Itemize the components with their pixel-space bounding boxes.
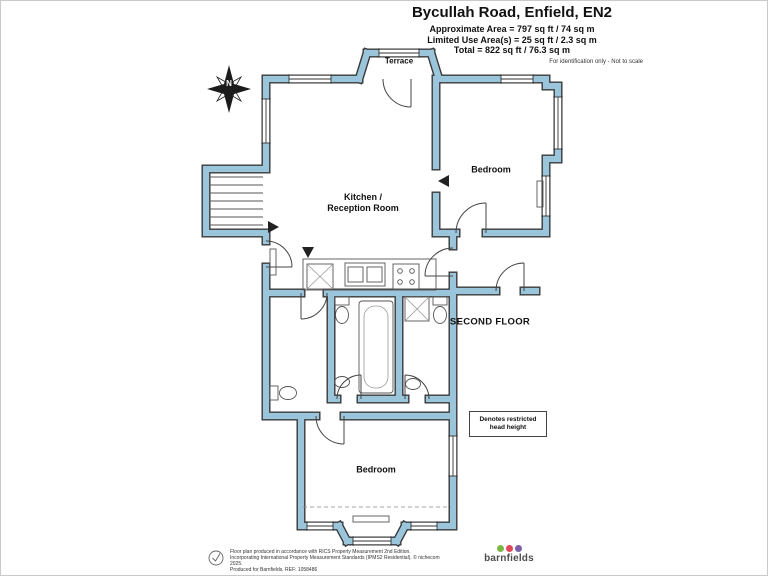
certification-icon	[208, 550, 224, 566]
doors	[265, 78, 525, 445]
footer-disclaimer: Floor plan produced in accordance with R…	[230, 549, 440, 573]
terrace-label: Terrace	[384, 56, 414, 66]
agent-logo: barnfields	[478, 545, 540, 564]
basin	[405, 378, 421, 390]
brand-dots	[478, 545, 540, 552]
total-area: Total = 822 sq ft / 76.3 sq m	[453, 45, 571, 55]
brand-dot-icon	[496, 545, 504, 552]
door-swing-arc	[455, 202, 487, 234]
header: Bycullah Road, Enfield, EN2 Approximate …	[381, 4, 643, 65]
toilet	[334, 296, 350, 306]
kitchen-fixtures	[302, 258, 437, 291]
brand-dot-icon	[505, 545, 513, 552]
door-swing-arc	[265, 240, 293, 268]
door-swing-arc	[404, 374, 430, 400]
kitchen-reception-label: Kitchen / Reception Room	[327, 192, 399, 213]
compass: N	[207, 65, 251, 113]
ensuite-fixtures	[404, 296, 448, 390]
radiators	[269, 180, 544, 523]
second-floor-label: SECOND FLOOR	[449, 316, 531, 328]
restricted-head-height-legend: Denotes restricted head height	[469, 411, 547, 437]
page-title: Bycullah Road, Enfield, EN2	[411, 4, 613, 21]
corridor-toilet	[269, 385, 297, 401]
bedroom-bottom-label: Bedroom	[356, 464, 396, 475]
door-swing-arc	[382, 78, 412, 108]
toilet	[432, 296, 448, 306]
door-swing-arc	[495, 262, 525, 292]
bathroom-fixtures	[334, 296, 394, 394]
door-swing-arc	[300, 292, 328, 320]
door-swing-arc	[424, 247, 454, 277]
bedroom-top-label: Bedroom	[471, 164, 511, 175]
basin	[334, 376, 350, 388]
compass-north-label: N	[226, 79, 232, 88]
door-swing-arc	[336, 374, 362, 400]
windows	[261, 48, 563, 546]
shower	[404, 296, 430, 322]
limited-use-area: Limited Use Area(s) = 25 sq ft / 2.3 sq …	[427, 34, 597, 45]
brand-dot-icon	[514, 545, 522, 552]
door-swing-arc	[315, 415, 345, 445]
identification-disclaimer: For identification only - Not to scale	[549, 58, 643, 65]
stairs	[209, 176, 263, 226]
arrow-markers	[268, 175, 449, 258]
approximate-area: Approximate Area = 797 sq ft / 74 sq m	[429, 24, 595, 34]
bathtub	[358, 300, 394, 394]
brand-name: barnfields	[484, 553, 534, 564]
